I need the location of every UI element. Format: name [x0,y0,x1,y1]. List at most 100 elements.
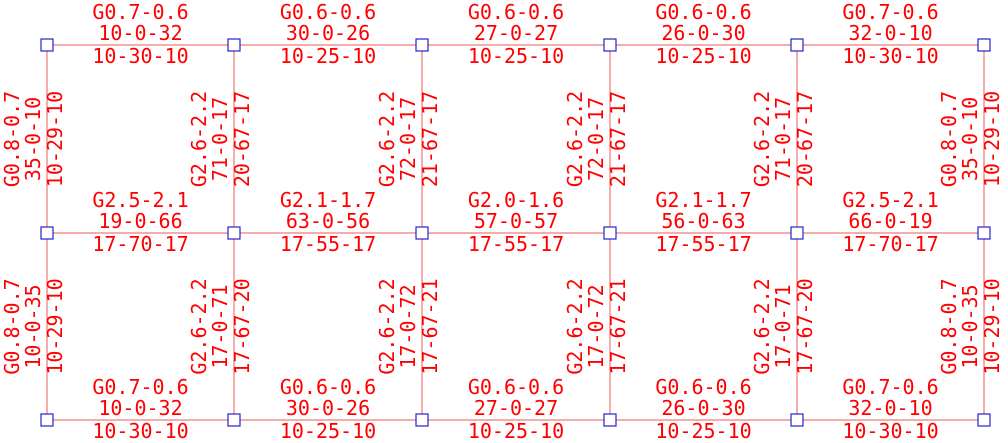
beam-label: G0.6-0.6 [280,0,376,24]
beam-label: G2.6-2.2 [375,91,399,187]
beam-label: G0.8-0.7 [937,278,961,374]
beam-label: 17-67-21 [606,278,630,374]
column-node [790,38,804,52]
beam-label: 10-25-10 [468,44,564,68]
beam-label: 17-67-20 [793,278,817,374]
column-node [415,226,429,240]
beam-label: G0.6-0.6 [468,375,564,399]
beam-label: 10-25-10 [280,419,376,443]
beam-label: 17-67-20 [230,278,254,374]
beam-label: 17-0-71 [208,284,232,368]
beam-label: 66-0-19 [848,209,932,233]
beam-label: G0.8-0.7 [937,91,961,187]
beam-label: 17-70-17 [92,232,188,256]
beam-label: 19-0-66 [98,209,182,233]
beam-label: 32-0-10 [848,396,932,420]
column-node [227,38,241,52]
beam-label: G2.5-2.1 [842,188,938,212]
beam-label: 10-29-10 [980,278,1004,374]
column-node [790,226,804,240]
column-node [603,38,617,52]
beam-label: 17-0-71 [771,284,795,368]
beam-label: G2.6-2.2 [563,91,587,187]
column-node [227,413,241,427]
beam-label: 32-0-10 [848,21,932,45]
beam-label: 20-67-17 [230,91,254,187]
beam-label: 63-0-56 [286,209,370,233]
column-node [790,413,804,427]
beam-label: 20-67-17 [793,91,817,187]
beam-label: 10-30-10 [92,419,188,443]
beam-label: 71-0-17 [771,97,795,181]
beam-label: 17-0-72 [584,284,608,368]
beam-label: 10-30-10 [842,419,938,443]
beam-label: 17-67-21 [418,278,442,374]
beam-label: G0.6-0.6 [468,0,564,24]
beam-label: G2.6-2.2 [187,278,211,374]
beam-label: 21-67-17 [418,91,442,187]
column-node [415,38,429,52]
beam-label: G0.6-0.6 [280,375,376,399]
beam-label: G0.7-0.6 [92,0,188,24]
beam-label: 21-67-17 [606,91,630,187]
beam-label: G0.7-0.6 [92,375,188,399]
beam-label: G2.6-2.2 [750,278,774,374]
beam-label: 17-55-17 [468,232,564,256]
beam-label: G2.6-2.2 [187,91,211,187]
beam-label: 10-0-32 [98,396,182,420]
beam-label: 30-0-26 [286,21,370,45]
beam-label: 30-0-26 [286,396,370,420]
beam-label: G2.6-2.2 [750,91,774,187]
beam-label: G0.6-0.6 [655,0,751,24]
column-node [603,413,617,427]
column-node [977,226,991,240]
beam-label: 10-30-10 [842,44,938,68]
beam-label: 57-0-57 [474,209,558,233]
beam-label: 17-70-17 [842,232,938,256]
beam-label: 56-0-63 [661,209,745,233]
beam-label: 17-0-72 [396,284,420,368]
beam-label: 35-0-10 [21,97,45,181]
column-node [227,226,241,240]
beam-label: G0.7-0.6 [842,375,938,399]
beam-label: 10-25-10 [655,44,751,68]
frame-nodes [40,38,991,427]
beam-label: G2.0-1.6 [468,188,564,212]
beam-label: 10-25-10 [280,44,376,68]
beam-label: 27-0-27 [474,21,558,45]
beam-label: 10-30-10 [92,44,188,68]
beam-label: 26-0-30 [661,21,745,45]
beam-label: 35-0-10 [958,97,982,181]
beam-label: G2.1-1.7 [280,188,376,212]
beam-label: 10-29-10 [43,278,67,374]
beam-label: G0.8-0.7 [0,91,24,187]
beam-label: 10-25-10 [468,419,564,443]
column-node [40,38,54,52]
beam-label: 10-0-32 [98,21,182,45]
beam-label: 10-29-10 [980,91,1004,187]
beam-label: G2.6-2.2 [563,278,587,374]
beam-label: G0.7-0.6 [842,0,938,24]
beam-label: G2.5-2.1 [92,188,188,212]
column-node [977,413,991,427]
column-node [40,413,54,427]
column-node [415,413,429,427]
beam-label: 10-29-10 [43,91,67,187]
column-node [977,38,991,52]
beam-label: G2.1-1.7 [655,188,751,212]
beam-label: G0.6-0.6 [655,375,751,399]
beam-label: 72-0-17 [396,97,420,181]
beam-label: 71-0-17 [208,97,232,181]
beam-label: 10-0-35 [21,284,45,368]
beam-label: 17-55-17 [655,232,751,256]
beam-label: G2.6-2.2 [375,278,399,374]
column-node [603,226,617,240]
beam-label: 27-0-27 [474,396,558,420]
beam-label: 10-25-10 [655,419,751,443]
beam-label: 17-55-17 [280,232,376,256]
beam-label: 72-0-17 [584,97,608,181]
beam-label: G0.8-0.7 [0,278,24,374]
beam-label: 10-0-35 [958,284,982,368]
